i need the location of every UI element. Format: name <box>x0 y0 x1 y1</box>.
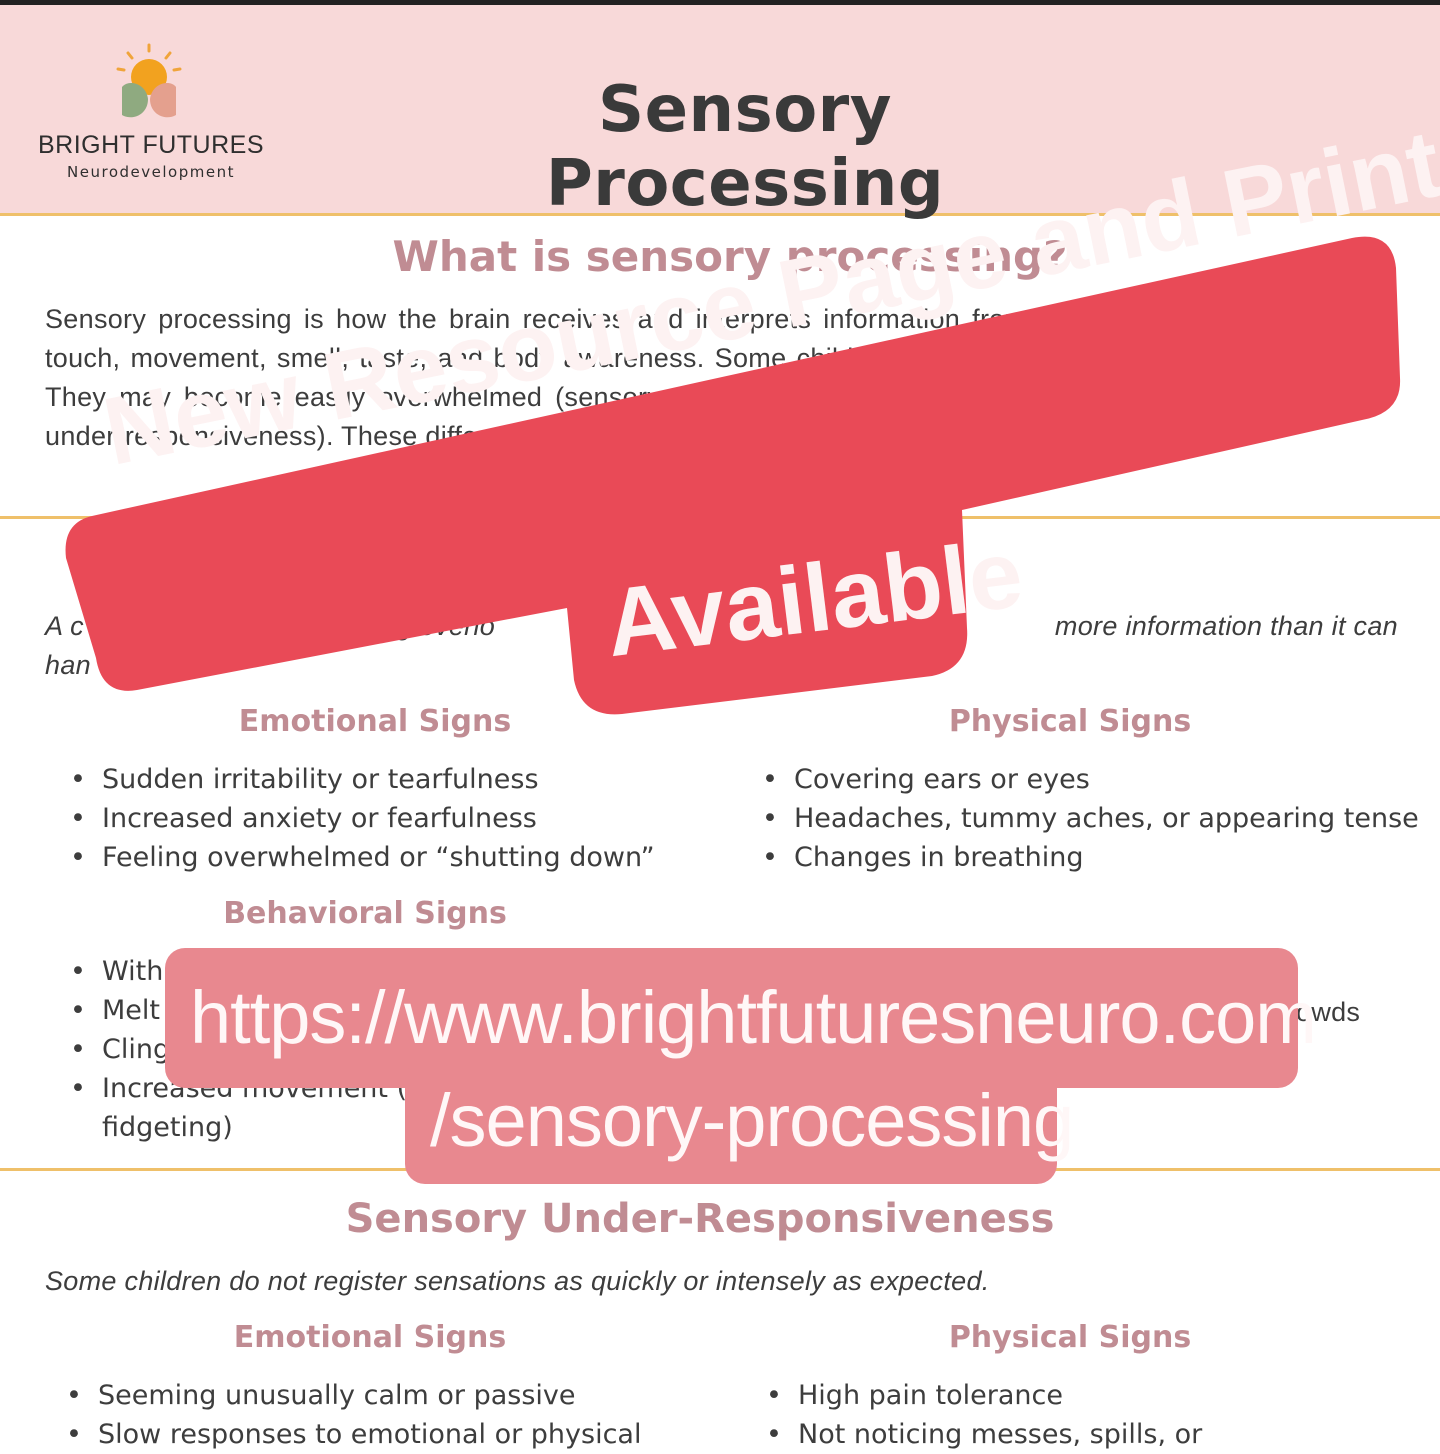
url-line-2[interactable]: /sensory-processing <box>430 1079 1074 1162</box>
overload-behavioral-heading: Behavioral Signs <box>223 896 507 931</box>
list-item: Slow responses to emotional or physical <box>66 1415 788 1454</box>
list-item: Changes in breathing <box>762 838 1440 877</box>
brand-subtitle: Neurodevelopment <box>67 163 235 181</box>
list-item: Not noticing messes, spills, or <box>766 1415 1440 1454</box>
under-intro: Some children do not register sensations… <box>45 1266 990 1296</box>
under-heading: Sensory Under-Responsiveness <box>345 1196 1055 1242</box>
overload-physical-list: Covering ears or eyes Headaches, tummy a… <box>738 760 1440 877</box>
list-item: Sudden irritability or tearfulness <box>70 760 782 799</box>
overload-physical-heading: Physical Signs <box>948 704 1192 739</box>
under-physical-heading: Physical Signs <box>948 1320 1192 1355</box>
overload-intro-fragment: A c <box>45 611 84 641</box>
top-border <box>0 0 1440 5</box>
list-item: With <box>70 952 462 991</box>
brand-name: BRIGHT FUTURES <box>38 131 264 159</box>
under-physical-list: High pain tolerance Not noticing messes,… <box>742 1376 1440 1454</box>
right-column-fragment: owds <box>1296 997 1361 1027</box>
overload-intro-line2: han <box>45 650 91 680</box>
overload-intro-fragment-right: more information than it can <box>1054 611 1398 641</box>
list-item: Cling <box>70 1030 462 1069</box>
list-item: Covering ears or eyes <box>762 760 1440 799</box>
section-divider <box>0 516 1440 519</box>
document-header: BRIGHT FUTURES Neurodevelopment Sensory … <box>0 5 1440 221</box>
under-emotional-heading: Emotional Signs <box>233 1320 507 1355</box>
list-item: Seeming unusually calm or passive <box>66 1376 788 1415</box>
under-emotional-list: Seeming unusually calm or passive Slow r… <box>42 1376 788 1454</box>
list-item: High pain tolerance <box>766 1376 1440 1415</box>
overload-emotional-list: Sudden irritability or tearfulness Incre… <box>46 760 782 877</box>
list-item: Increased anxiety or fearfulness <box>70 799 782 838</box>
list-item: Headaches, tummy aches, or appearing ten… <box>762 799 1440 838</box>
list-item: Melt <box>70 991 462 1030</box>
list-item: Feeling overwhelmed or “shutting down” <box>70 838 782 877</box>
overload-intro-fragment-mid: ing overlo <box>375 611 496 641</box>
banner-line-2: Available <box>600 520 1029 678</box>
url-line-1[interactable]: https://www.brightfuturesneuro.com <box>190 976 1317 1059</box>
sun-leaves-logo-icon <box>116 43 182 118</box>
url-box-bottom <box>405 1060 1057 1184</box>
brand-logo: BRIGHT FUTURES Neurodevelopment <box>36 43 266 193</box>
document-title: Sensory Processing <box>545 73 945 221</box>
overload-emotional-heading: Emotional Signs <box>238 704 512 739</box>
